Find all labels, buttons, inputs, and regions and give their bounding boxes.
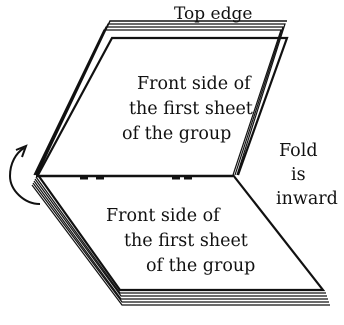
lower-panel-line-2: the first sheet	[124, 231, 248, 251]
upper-panel-line-3: of the group	[122, 124, 231, 144]
top-edge-label: Top edge	[174, 4, 252, 24]
upper-panel-line-1: Front side of	[137, 74, 252, 94]
fold-note-line-3: inward	[276, 189, 338, 209]
fold-line	[36, 174, 233, 180]
lower-panel-text: Front side of the first sheet of the gro…	[106, 206, 255, 276]
fold-note-line-2: is	[291, 165, 306, 185]
upper-panel-stack	[33, 20, 289, 176]
fold-note: Fold is inward	[276, 141, 338, 209]
lower-panel-stack	[31, 174, 330, 306]
upper-panel-text: Front side of the first sheet of the gro…	[122, 74, 253, 144]
fold-note-line-1: Fold	[279, 141, 318, 161]
lower-panel-line-1: Front side of	[106, 206, 221, 226]
upper-panel-line-2: the first sheet	[129, 99, 253, 119]
lower-panel-line-3: of the group	[146, 256, 255, 276]
rotation-arrow-icon	[8, 144, 41, 205]
